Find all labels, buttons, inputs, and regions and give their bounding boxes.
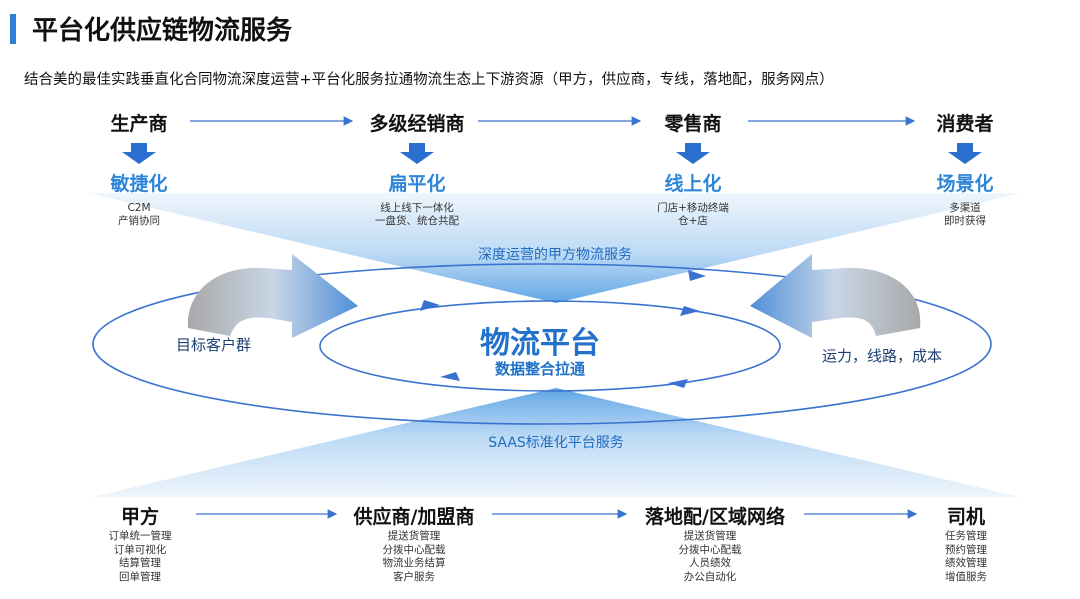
stage-distributor: 多级经销商 — [369, 113, 465, 135]
bottom-notes-driver: 任务管理预约管理绩效管理增值服务 — [945, 530, 987, 583]
trait-agile: 敏捷化 — [110, 173, 168, 195]
stage-consumer: 消费者 — [936, 113, 994, 135]
right-curved-arrow — [750, 254, 921, 338]
bottom-stage-client: 甲方 — [120, 506, 160, 528]
left-curved-arrow — [187, 254, 358, 338]
stage-notes-retailer: 门店+移动终端仓+店 — [657, 202, 729, 227]
bottom-stage-supplier: 供应商/加盟商 — [353, 506, 475, 528]
capacity-routes-cost-label: 运力，线路，成本 — [822, 347, 943, 365]
trait-flat: 扁平化 — [388, 173, 446, 195]
page-subtitle: 结合美的最佳实践垂直化合同物流深度运营+平台化服务拉通物流生态上下游资源（甲方，… — [24, 72, 834, 88]
stage-retailer: 零售商 — [664, 113, 722, 135]
target-customers-label: 目标客户群 — [176, 336, 252, 354]
bottom-funnel — [92, 388, 1020, 497]
top-funnel — [88, 193, 1022, 303]
trait-online: 线上化 — [664, 173, 722, 195]
outer-ellipse — [92, 263, 992, 425]
stage-notes-consumer: 多渠道即时获得 — [944, 202, 986, 227]
stage-notes-distributor: 线上线下一体化一盘货、统仓共配 — [375, 202, 459, 227]
page-title: 平台化供应链物流服务 — [32, 16, 293, 46]
inner-ellipse — [319, 300, 781, 392]
top-service-label: 深度运营的甲方物流服务 — [478, 247, 632, 263]
bottom-notes-client: 订单统一管理订单可视化结算管理回单管理 — [108, 530, 172, 583]
stage-manufacturer: 生产商 — [110, 113, 168, 135]
trait-scenario: 场景化 — [936, 173, 994, 195]
title-accent-bar — [10, 14, 16, 44]
bottom-stage-last-mile: 落地配/区域网络 — [645, 506, 785, 528]
platform-title: 物流平台 — [480, 326, 600, 361]
platform-subtitle: 数据整合拉通 — [494, 360, 586, 378]
bottom-notes-supplier: 提送货管理分拨中心配载物流业务结算客户服务 — [382, 530, 446, 583]
bottom-service-label: SAAS标准化平台服务 — [488, 435, 624, 451]
bottom-notes-last-mile: 提送货管理分拨中心配载人员绩效办公自动化 — [678, 530, 742, 583]
bottom-stage-driver: 司机 — [946, 506, 986, 528]
